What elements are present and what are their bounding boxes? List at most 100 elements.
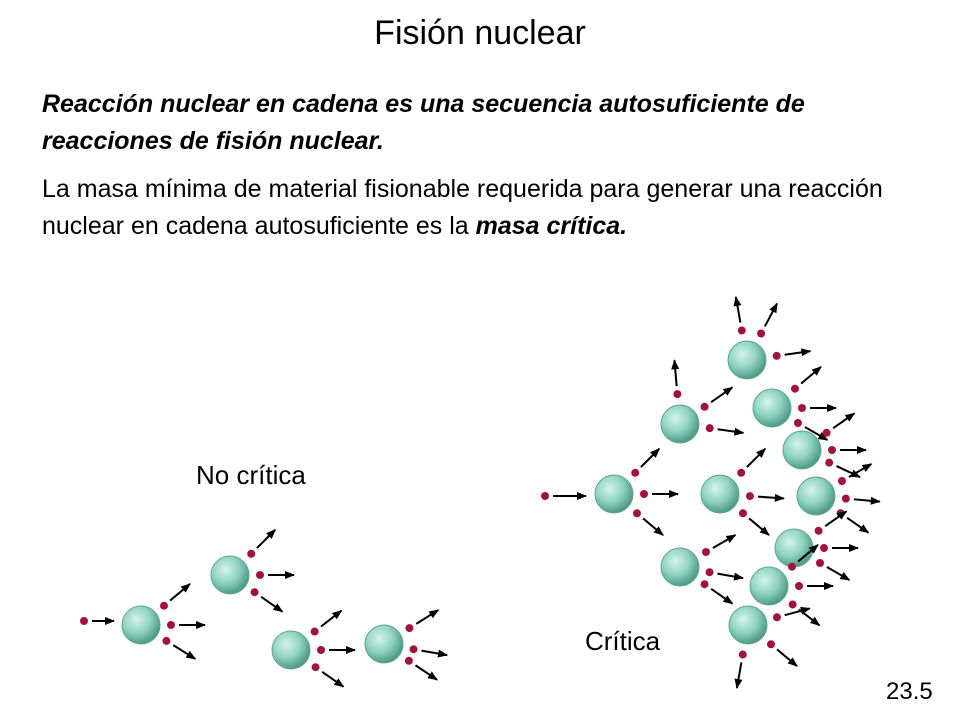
neutron-arrow [169, 583, 191, 602]
neutron-arrow [748, 517, 770, 536]
neutron [705, 424, 714, 433]
critical-diagram [541, 295, 881, 690]
nucleus [774, 528, 814, 568]
neutron [317, 646, 325, 654]
nucleus [660, 547, 700, 587]
neutron-arrow [804, 426, 829, 441]
neutron-arrow [836, 465, 861, 478]
neutron-arrow [710, 386, 734, 404]
neutron-arrow [710, 587, 734, 605]
neutron-arrow [800, 366, 822, 385]
neutron [766, 640, 775, 649]
neutron [798, 404, 806, 412]
neutron-arrow [733, 295, 742, 323]
neutron-arrow [734, 662, 743, 690]
neutron [793, 419, 802, 427]
nucleus [121, 605, 161, 645]
nucleus [700, 474, 740, 514]
neutron [772, 613, 781, 622]
non-critical-diagram [80, 529, 449, 688]
neutron-arrow [846, 516, 870, 534]
neutron-arrow [712, 534, 737, 549]
nucleus [749, 566, 789, 606]
nucleus [752, 388, 792, 428]
neutron-arrow [260, 595, 284, 613]
neutron [631, 468, 640, 477]
definition-critical-mass: La masa mínima de material fisionable re… [42, 171, 932, 245]
critical-label: Crítica [585, 626, 661, 656]
neutron [790, 384, 799, 393]
neutron [738, 509, 747, 518]
neutron-arrow [832, 412, 856, 430]
neutron [738, 650, 747, 659]
neutron [788, 600, 797, 609]
nucleus [271, 630, 311, 670]
nucleus [728, 605, 768, 645]
neutron-arrow [797, 544, 819, 563]
neutron-arrow [172, 644, 197, 660]
neutron [310, 627, 319, 636]
nucleus [660, 404, 700, 444]
neutron [247, 549, 256, 558]
neutron [837, 477, 846, 485]
neutron-arrow [642, 517, 664, 536]
neutron-arrow [826, 566, 851, 581]
neutron [250, 588, 259, 597]
neutron [828, 446, 836, 454]
slide-title: Fisión nuclear [374, 14, 586, 52]
neutron-arrow [784, 348, 812, 357]
slide-number: 23.5 [886, 678, 933, 705]
neutron [787, 562, 796, 571]
neutron-arrow [256, 529, 276, 549]
neutron [772, 351, 781, 360]
neutron [404, 656, 413, 665]
neutron-arrow [321, 670, 345, 688]
neutron [815, 559, 824, 567]
nucleus [364, 624, 404, 664]
neutron [701, 548, 710, 556]
neutron [757, 329, 766, 338]
neutron-arrow [853, 496, 881, 505]
neutron [841, 494, 850, 503]
critical-mass-text: La masa mínima de material fisionable re… [42, 175, 883, 240]
neutron [795, 582, 803, 590]
neutron [822, 428, 831, 437]
neutron [820, 544, 828, 552]
neutron-arrow [776, 648, 798, 667]
neutron [737, 326, 746, 335]
neutron-arrow [717, 572, 745, 581]
neutron-arrow [763, 302, 778, 327]
neutron-arrow [671, 359, 680, 387]
nucleus [782, 430, 822, 470]
neutron [825, 458, 834, 467]
neutron [311, 663, 320, 672]
neutron [162, 636, 171, 645]
neutron [409, 645, 418, 654]
neutron-arrow [798, 608, 821, 627]
neutron [632, 509, 641, 518]
neutron [80, 617, 88, 625]
neutron [737, 468, 746, 477]
neutron [705, 568, 714, 577]
neutron-arrow [824, 510, 848, 528]
neutron-arrow [414, 664, 438, 681]
neutron-arrow [746, 448, 766, 468]
neutron [159, 601, 168, 610]
neutron [405, 624, 414, 633]
neutron [700, 402, 709, 411]
nucleus [727, 340, 767, 380]
neutron [256, 571, 264, 579]
critical-mass-term: masa crítica. [475, 212, 628, 240]
neutron [541, 492, 549, 500]
neutron-arrow [784, 606, 811, 617]
neutron [640, 490, 648, 498]
neutron [167, 621, 175, 629]
neutron [745, 492, 754, 501]
neutron-arrow [415, 609, 440, 625]
nucleus [594, 474, 634, 514]
nucleus [796, 476, 836, 516]
nucleus [210, 555, 250, 595]
neutron-arrow [320, 609, 343, 628]
neutron-arrow [421, 649, 449, 658]
